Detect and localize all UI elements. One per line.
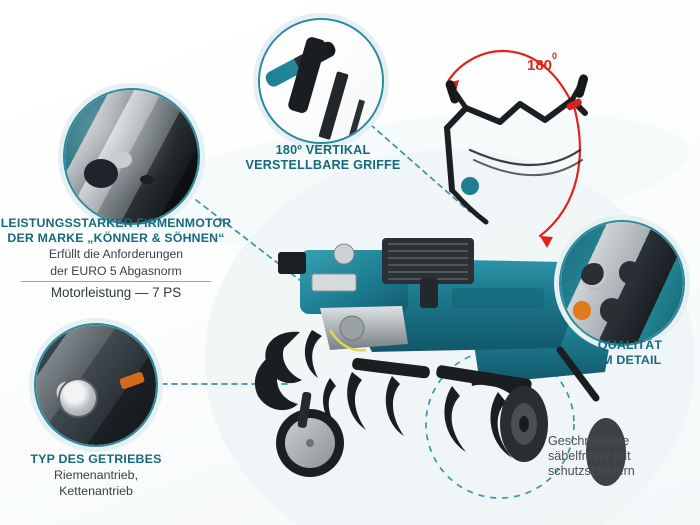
- caption-blades-line3: schutzschildern: [548, 464, 635, 479]
- caption-engine-divider: [21, 281, 211, 283]
- handle-grip-left: [445, 80, 460, 104]
- air-filter-box: [278, 252, 306, 274]
- rotation-degree-label: 1800: [527, 51, 557, 74]
- fuel-line: [328, 329, 367, 352]
- caption-handles-line1: 180º VERTIKAL: [275, 143, 371, 157]
- caption-gearbox-line1: TYP DES GETRIEBES: [30, 452, 162, 466]
- caption-blades-line1: Geschmiedete: [548, 434, 630, 448]
- caption-gearbox-line3: Kettenantrieb: [59, 483, 133, 498]
- callout-bubble-gearbox[interactable]: [34, 323, 158, 447]
- caption-engine-line4: der EURO 5 Abgasnorm: [50, 263, 182, 278]
- caption-engine: LEISTUNGSSTARKER FIRMENMOTOR DER MARKE „…: [0, 216, 232, 300]
- caption-engine-power: Motorleistung — 7 PS: [50, 285, 182, 301]
- exhaust-manifold: [420, 278, 438, 308]
- caption-engine-line1: LEISTUNGSSTARKER FIRMENMOTOR: [0, 216, 232, 230]
- caption-quality-line2: IM DETAIL: [598, 352, 662, 367]
- callout-bubble-engine[interactable]: [63, 88, 200, 225]
- depth-stake: [556, 346, 600, 402]
- tiller-blades-right: [436, 365, 532, 458]
- handlebar-assembly: [443, 83, 588, 225]
- caption-handles: 180º VERTIKAL VERSTELLBARE GRIFFE: [236, 143, 410, 173]
- fuel-cap-icon: [333, 243, 355, 265]
- cooling-fins: [382, 238, 474, 284]
- tiller-blades-left: [254, 330, 322, 411]
- gearbox-photo-icon: [36, 325, 156, 445]
- pulley-icon: [339, 315, 365, 341]
- quality-detail-photo-icon: [561, 222, 683, 344]
- caption-handles-line2: VERSTELLBARE GRIFFE: [245, 157, 401, 172]
- tiller-blades-center: [323, 357, 430, 436]
- engine-photo-icon: [65, 90, 198, 223]
- brand-plate: [311, 273, 357, 292]
- caption-quality-line1: QUALITÄT: [597, 338, 663, 352]
- caption-blades-line2: säbelfräser mit: [548, 449, 631, 464]
- front-wheel: [276, 391, 344, 477]
- caption-blades: Geschmiedete säbelfräser mit schutzschil…: [548, 434, 698, 479]
- rotation-degree-symbol: 0: [552, 51, 558, 62]
- handle-grip-right: [574, 74, 589, 98]
- rotation-degree-value: 180: [527, 57, 553, 74]
- caption-engine-line2: DER MARKE „KÖNNER & SÖHNEN“: [7, 230, 225, 245]
- throttle-lever-icon: [566, 98, 582, 111]
- caption-engine-line3: Erfüllt die Anforderungen: [48, 247, 184, 261]
- handle-pivot: [461, 177, 479, 195]
- callout-bubble-handles[interactable]: [258, 18, 384, 144]
- caption-gearbox-line2: Riemenantrieb,: [53, 467, 139, 482]
- housing-decal: [452, 288, 544, 308]
- blade-guard-disc-2: [586, 418, 626, 486]
- caption-gearbox: TYP DES GETRIEBES Riemenantrieb, Kettena…: [6, 452, 186, 498]
- caption-quality: QUALITÄT IM DETAIL: [570, 338, 690, 367]
- callout-bubble-quality[interactable]: [559, 220, 685, 346]
- handlebar-photo-icon: [260, 20, 382, 142]
